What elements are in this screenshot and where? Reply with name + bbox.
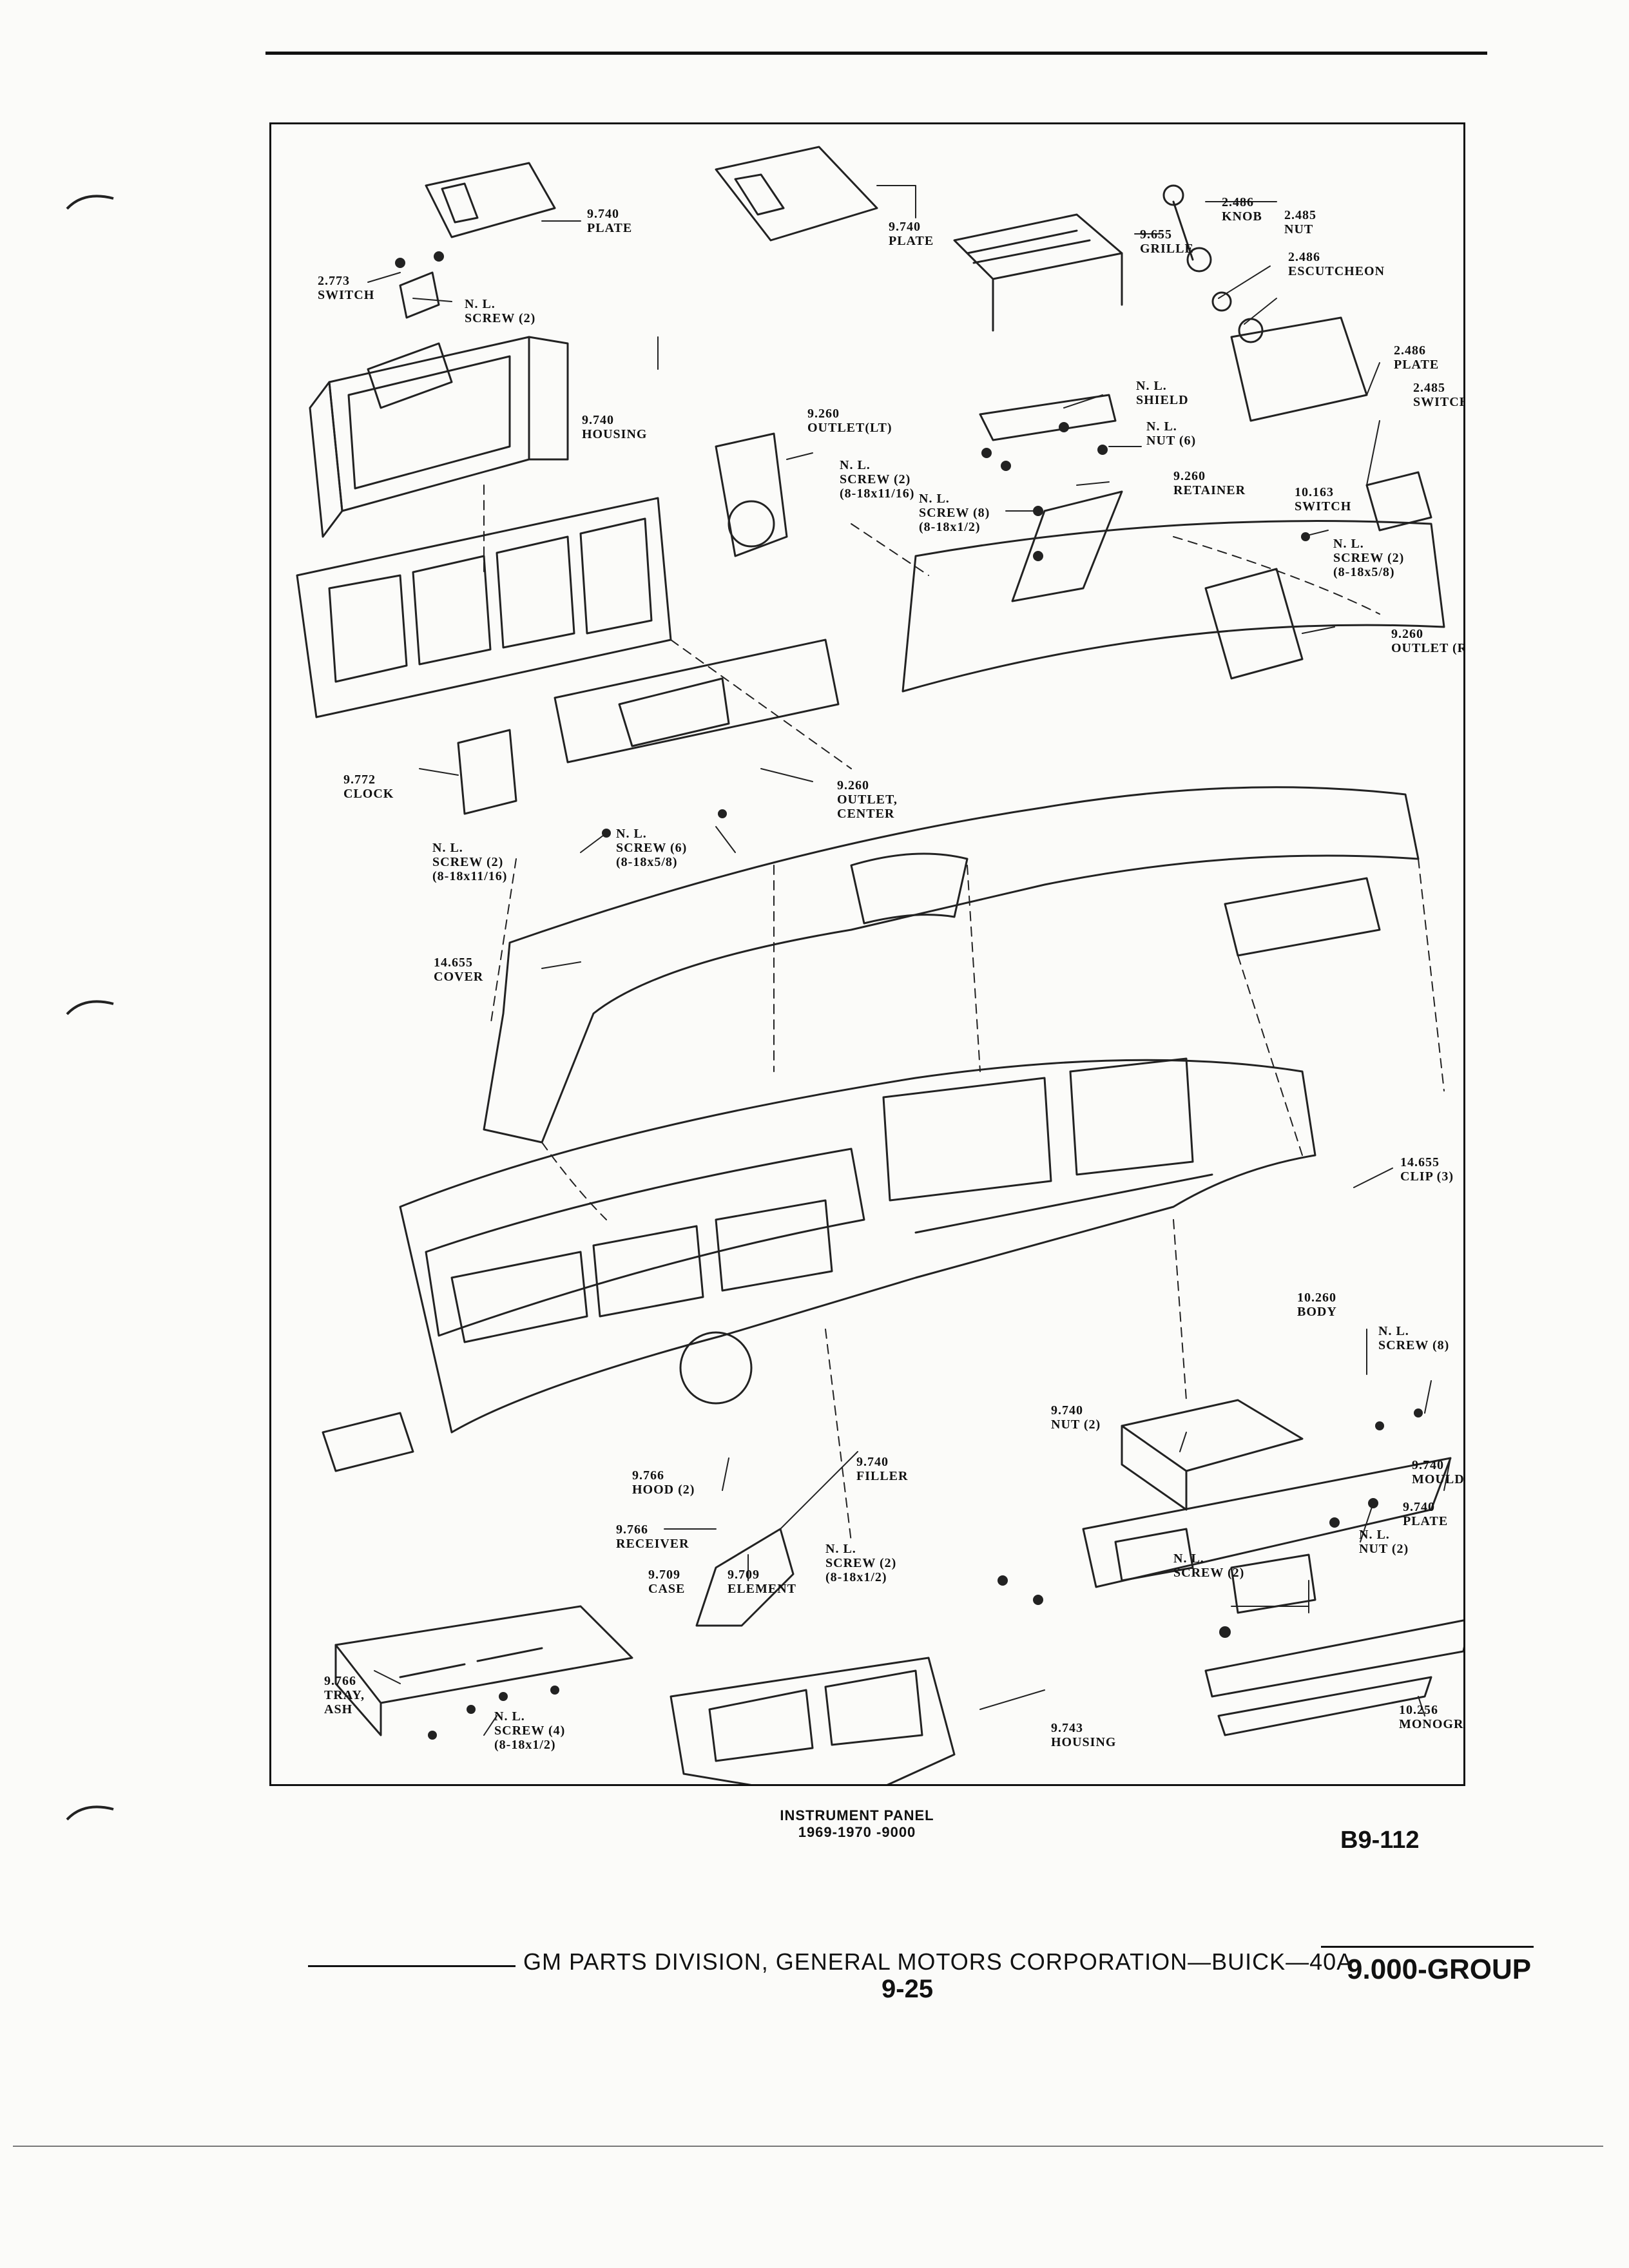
callout-nl-screw-4: N. L.SCREW (4)(8-18x1/2) [494,1709,566,1752]
footer-publisher: GM PARTS DIVISION, GENERAL MOTORS CORPOR… [523,1948,1353,1975]
figure-caption: INSTRUMENT PANEL 1969-1970 -9000 [754,1807,960,1841]
plate-mid-part [715,146,878,242]
callout-nl-screw-8: N. L.SCREW (8)(8-18x1/2) [919,492,990,534]
filler-part [695,1528,795,1627]
glovebox-body-part [1121,1399,1304,1511]
footer-rule-left [308,1965,516,1967]
callout-nl-screw-6: N. L.SCREW (6)(8-18x5/8) [616,827,688,869]
callout-nl-screw-2-lower: N. L.SCREW (2) [1173,1552,1245,1580]
figure-code: B9-112 [1340,1827,1420,1854]
lower-moulding-part [1204,1619,1463,1736]
bottom-rule [13,2146,1603,2147]
headlamp-switch-part [1162,184,1432,532]
cover-part [483,786,1420,1144]
dash-panel-part [322,1057,1316,1472]
upper-housing-part [309,336,569,538]
callout-monogram: 10.256MONOGRAM [1399,1703,1464,1731]
callout-nl-screw-filler: N. L.SCREW (2)(8-18x1/2) [825,1542,897,1584]
lower-plate-part [1230,1553,1316,1614]
callout-moulding: 9.740MOULDING [1412,1458,1465,1486]
shield-part [979,394,1117,441]
ash-tray-part [334,1605,633,1736]
upper-pad-part [901,520,1445,693]
binder-mark-2 [66,1000,114,1015]
footer-group: 9.000-GROUP [1347,1954,1532,1985]
caption-years: 1969-1970 -9000 [798,1824,916,1840]
footer-rule-right [1321,1946,1534,1948]
callout-nl-nut-2: N. L.NUT (2) [1359,1528,1409,1556]
main-housing-part [296,497,672,718]
plate-left-part [425,162,556,238]
lower-housing-part [670,1657,956,1784]
exploded-view-drawing [296,146,1463,1784]
callout-nl-screw-body: N. L.SCREW (8) [1378,1324,1450,1352]
outlet-lt-part [715,432,788,557]
footer-page-number: 9-25 [882,1975,934,2003]
callout-nl-nut-6: N. L.NUT (6) [1146,419,1197,448]
callout-nl-screw-top: N. L.SCREW (2) [465,297,536,325]
switch-left-part [367,271,453,409]
callout-nl-screw-58-right: N. L.SCREW (2)(8-18x5/8) [1333,537,1405,579]
callout-nl-screw-1116: N. L.SCREW (2)(8-18x11/16) [840,458,915,501]
cluster-part [554,639,840,764]
callout-nl-screw-clock: N. L.SCREW (2)(8-18x11/16) [432,841,508,883]
top-rule [265,52,1487,55]
binder-mark-3 [66,1805,114,1821]
caption-title: INSTRUMENT PANEL [780,1807,934,1823]
retainer-part [1011,490,1123,602]
binder-mark-1 [66,195,114,210]
clock-part [457,729,517,815]
grille-part [953,213,1123,332]
callout-shield: N. L.SHIELD [1136,379,1189,407]
moulding-part [1082,1457,1452,1588]
